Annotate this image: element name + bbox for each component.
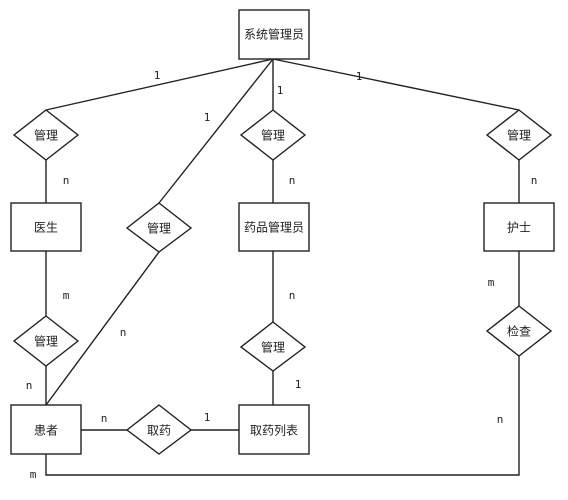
- entity-doctor-label: 医生: [34, 221, 58, 235]
- card-admin-pharmacist: 1: [277, 84, 284, 97]
- entity-patient: 患者: [10, 404, 82, 455]
- entity-pharmacist: 药品管理员: [238, 202, 310, 252]
- card-admin-nurse: 1: [356, 70, 363, 83]
- card-nurse-n: n: [531, 174, 538, 187]
- card-doctor-m: m: [63, 289, 70, 302]
- rel-nurse-check: 检查: [485, 305, 553, 357]
- rel-nurse-check-label: 检查: [507, 324, 531, 339]
- card-doctor-n: n: [63, 174, 70, 187]
- rel-doctor-patient-label: 管理: [34, 334, 58, 349]
- entity-pharmacist-label: 药品管理员: [244, 220, 304, 235]
- entity-nurse-label: 护士: [507, 221, 531, 235]
- card-patient-m: m: [30, 468, 37, 481]
- card-pickup-1: 1: [204, 411, 211, 424]
- card-admin-patient: 1: [204, 111, 211, 124]
- card-admin-doctor: 1: [154, 69, 161, 82]
- card-nurse-m: m: [488, 276, 495, 289]
- rel-admin-doctor-label: 管理: [34, 128, 58, 143]
- rel-admin-patient-label: 管理: [147, 221, 171, 236]
- entity-doctor: 医生: [10, 202, 82, 252]
- cardinality-labels: 1 1 1 1 n n n m n n n 1 n 1 m n m: [26, 69, 538, 481]
- card-pharmacist-n2: n: [289, 289, 296, 302]
- rel-patient-pickup: 取药: [125, 404, 193, 455]
- entity-admin: 系统管理员: [238, 9, 310, 60]
- rel-pharmacist-list-label: 管理: [261, 340, 285, 355]
- edges: [45, 58, 520, 476]
- edge-admin-doctor-rel: [45, 58, 274, 111]
- rel-patient-pickup-label: 取药: [147, 424, 171, 438]
- edge-admin-patient-rel: [158, 58, 274, 204]
- rel-admin-nurse: 管理: [485, 109, 553, 161]
- rel-doctor-patient: 管理: [12, 315, 80, 367]
- entity-pickup-list: 取药列表: [238, 404, 310, 455]
- card-pharmacist-n: n: [289, 174, 296, 187]
- card-list-1: 1: [295, 378, 302, 391]
- entity-admin-label: 系统管理员: [244, 27, 304, 42]
- edge-check-patient: [45, 356, 520, 476]
- rel-admin-doctor: 管理: [12, 109, 80, 161]
- card-patient-n-doctor: n: [26, 379, 33, 392]
- rel-pharmacist-list: 管理: [239, 321, 307, 372]
- card-patient-n-admin: n: [120, 326, 127, 339]
- rel-admin-nurse-label: 管理: [507, 128, 531, 143]
- entity-nurse: 护士: [483, 202, 555, 252]
- edge-admin-nurse-rel: [272, 58, 520, 111]
- rel-admin-patient: 管理: [125, 202, 193, 253]
- rel-admin-pharmacist-label: 管理: [261, 128, 285, 143]
- rel-admin-pharmacist: 管理: [239, 109, 307, 161]
- card-patient-n-pickup: n: [101, 412, 108, 425]
- entity-patient-label: 患者: [34, 424, 58, 438]
- edge-admin-rel-patient: [45, 251, 160, 406]
- entity-pickup-list-label: 取药列表: [250, 424, 298, 438]
- card-check-n: n: [497, 413, 504, 426]
